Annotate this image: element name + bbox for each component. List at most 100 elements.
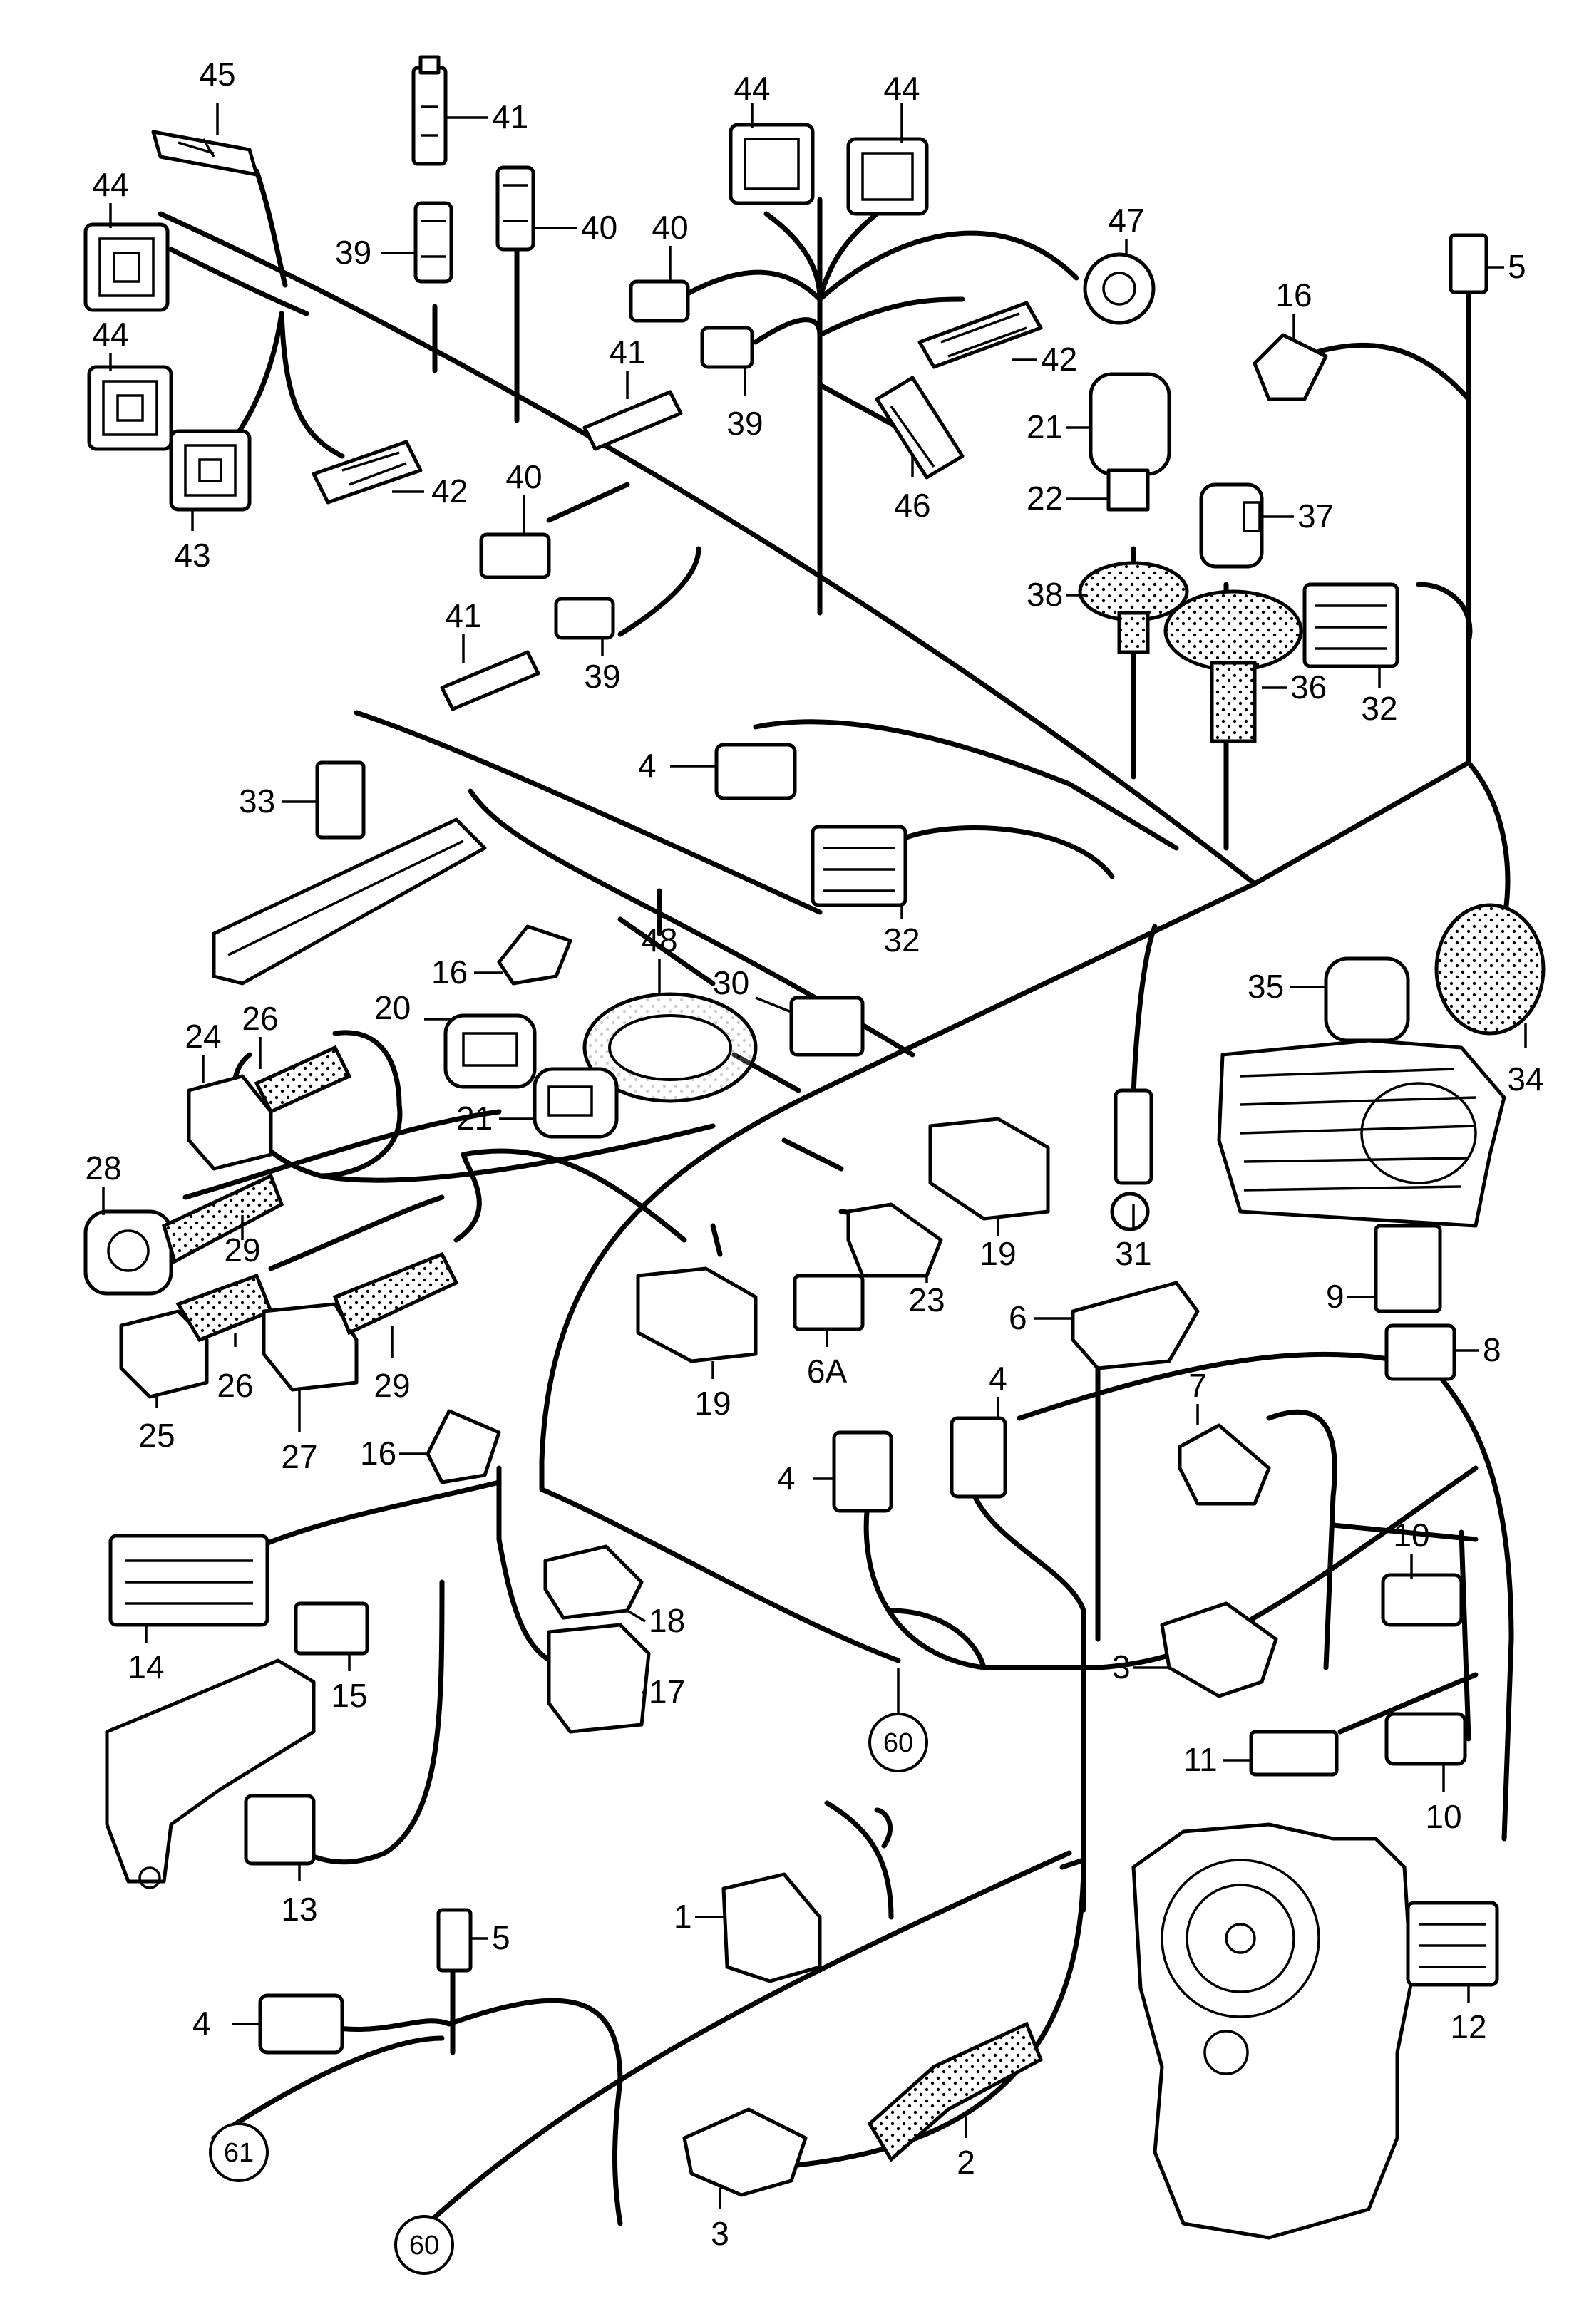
grommet-2-drawing xyxy=(867,2021,1044,2162)
connector-10-top-drawing xyxy=(1381,1573,1464,1627)
connector-46-drawing xyxy=(875,376,965,480)
callout-48: 48 xyxy=(641,921,677,959)
callout-19: 19 xyxy=(694,1385,731,1422)
bracket-6-drawing xyxy=(1071,1281,1200,1370)
sensor-24-drawing xyxy=(187,1074,273,1171)
connector-4-mid-right-drawing xyxy=(950,1416,1007,1499)
callout-9: 9 xyxy=(1326,1278,1344,1315)
connector-17-drawing xyxy=(547,1623,651,1734)
connector-15-drawing xyxy=(294,1601,369,1656)
connector-6a-drawing xyxy=(793,1274,865,1331)
connector-4-low-drawing xyxy=(258,1993,344,2055)
reference-61: 61 xyxy=(224,2138,254,2168)
callout-29: 29 xyxy=(374,1367,410,1404)
component-drawings xyxy=(83,55,1546,2240)
module-1-drawing xyxy=(721,1872,822,1983)
callout-10: 10 xyxy=(1393,1517,1429,1554)
connector-5-low-drawing xyxy=(436,1908,473,1973)
callout-3: 3 xyxy=(1112,1648,1131,1685)
callout-32: 32 xyxy=(883,921,920,959)
callout-36: 36 xyxy=(1290,668,1327,706)
grommet-38-drawing xyxy=(1078,561,1189,654)
connector-7-drawing xyxy=(1178,1423,1271,1506)
callout-31: 31 xyxy=(1115,1235,1151,1272)
callout-41: 41 xyxy=(609,334,645,371)
callout-42: 42 xyxy=(431,472,468,510)
callout-39: 39 xyxy=(584,658,620,695)
connector-44-top-right-drawing xyxy=(846,137,929,216)
connector-21-mid-drawing xyxy=(533,1067,619,1139)
callout-2: 2 xyxy=(957,2144,975,2181)
callout-8: 8 xyxy=(1483,1331,1501,1368)
connector-40-top-drawing xyxy=(495,165,535,252)
callout-16: 16 xyxy=(1275,277,1312,314)
connector-41-low-drawing xyxy=(440,650,540,711)
relay-9-drawing xyxy=(1374,1224,1442,1313)
callout-15: 15 xyxy=(331,1677,367,1714)
connector-10-low-drawing xyxy=(1384,1712,1467,1766)
connector-40-low-drawing xyxy=(479,532,551,579)
circled-references: 60 61 60 xyxy=(209,1668,928,2275)
clip-16-low-drawing xyxy=(426,1409,501,1484)
callout-27: 27 xyxy=(281,1438,317,1475)
callout-22: 22 xyxy=(1027,480,1063,517)
lamp-bar-drawing xyxy=(212,817,487,986)
speaker-drawing xyxy=(1131,1822,1414,2240)
callout-5: 5 xyxy=(492,1919,510,1956)
connector-23-drawing xyxy=(846,1202,943,1278)
callout-13: 13 xyxy=(281,1891,317,1928)
connector-11-drawing xyxy=(1249,1730,1339,1777)
sensor-28-drawing xyxy=(83,1209,173,1296)
connector-19-low-drawing xyxy=(636,1266,758,1363)
grommet-48-drawing xyxy=(582,992,758,1103)
connector-4-mid-left-drawing xyxy=(832,1430,893,1513)
callout-40: 40 xyxy=(581,209,617,246)
connector-27-drawing xyxy=(262,1302,359,1392)
callout-28: 28 xyxy=(85,1150,121,1187)
callout-37: 37 xyxy=(1297,497,1334,534)
callout-34: 34 xyxy=(1507,1060,1543,1098)
connector-8-drawing xyxy=(1384,1323,1456,1381)
callout-29: 29 xyxy=(224,1231,260,1269)
callout-40: 40 xyxy=(652,209,688,246)
callout-47: 47 xyxy=(1108,202,1144,239)
socket-47-drawing xyxy=(1083,252,1156,325)
callout-33: 33 xyxy=(239,783,275,820)
callout-44: 44 xyxy=(92,166,128,203)
callout-5: 5 xyxy=(1508,248,1526,285)
callout-42: 42 xyxy=(1041,341,1077,378)
connector-5-top-drawing xyxy=(1449,233,1488,294)
callout-19: 19 xyxy=(979,1235,1016,1272)
reference-60-upper: 60 xyxy=(883,1728,913,1758)
callout-labels: 45 44 44 43 41 39 40 42 44 44 40 41 39 4… xyxy=(85,56,1543,2252)
boot-29-top-drawing xyxy=(161,1173,284,1264)
callout-17: 17 xyxy=(649,1673,685,1710)
callout-39: 39 xyxy=(335,234,371,271)
callout-6a: 6A xyxy=(807,1353,848,1390)
bracket-45-drawing xyxy=(151,130,259,177)
connector-39-mid-drawing xyxy=(700,326,754,369)
callout-7: 7 xyxy=(1188,1367,1207,1404)
callout-3: 3 xyxy=(711,2215,729,2252)
callout-20: 20 xyxy=(374,989,411,1026)
callout-14: 14 xyxy=(128,1648,164,1685)
clip-16-mid-drawing xyxy=(497,924,572,986)
connector-32-mid-drawing xyxy=(811,825,907,907)
boot-29-low-drawing xyxy=(332,1251,459,1336)
callout-44: 44 xyxy=(883,70,920,107)
callout-41: 41 xyxy=(445,597,481,634)
connector-19-top-drawing xyxy=(928,1117,1050,1221)
connector-41-top-drawing xyxy=(411,55,448,166)
connector-41-mid-drawing xyxy=(582,390,683,451)
connector-33-drawing xyxy=(315,760,366,840)
connector-32-right-drawing xyxy=(1302,582,1399,668)
callout-45: 45 xyxy=(199,56,235,93)
callout-4: 4 xyxy=(777,1460,796,1497)
connector-4-top-drawing xyxy=(714,743,797,800)
callout-24: 24 xyxy=(185,1018,221,1055)
grommet-36-drawing xyxy=(1163,589,1303,743)
connector-21-top-drawing xyxy=(1089,372,1171,512)
callout-11: 11 xyxy=(1183,1741,1218,1778)
callout-35: 35 xyxy=(1248,968,1284,1005)
callout-38: 38 xyxy=(1027,576,1063,613)
